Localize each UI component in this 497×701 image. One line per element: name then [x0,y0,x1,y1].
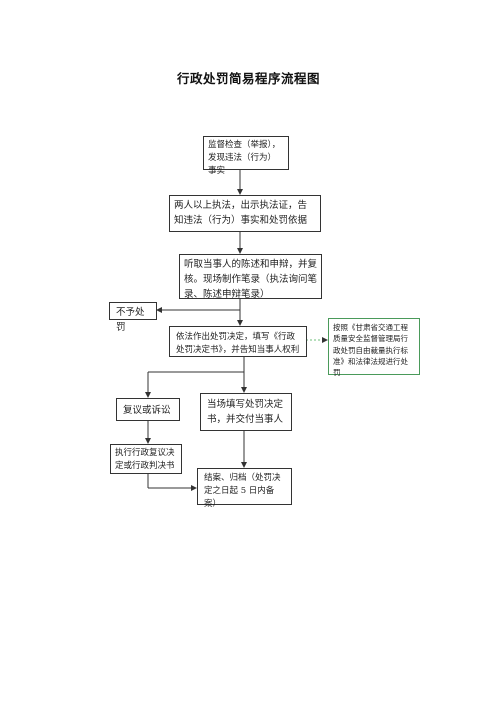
node-archive: 结案、归档（处罚决定之日起 5 日内备案） [197,468,292,509]
node-reference: 按照《甘肃省交通工程质量安全监督管理局行政处罚自由裁量执行标准》和法律法规进行处… [328,318,420,377]
node-review: 复议或诉讼 [116,398,180,421]
node-no-penalty: 不予处罚 [109,302,157,333]
node-onsite: 当场填写处罚决定书，并交付当事人 [200,393,292,431]
node-discover: 监督检查（举报），发现违法（行为）事实 [203,136,289,176]
node-execute: 执行行政复议决定或行政判决书 [110,444,182,474]
page-title: 行政处罚简易程序流程图 [176,71,320,86]
node-hearing: 听取当事人的陈述和申辩，并复核。现场制作笔录（执法询问笔录、陈述申辩笔录） [179,254,322,300]
node-decision: 依法作出处罚决定，填写《行政处罚决定书》，并告知当事人权利 [169,326,307,357]
node-two-officers: 两人以上执法，出示执法证，告知违法（行为）事实和处罚依据 [169,195,321,232]
